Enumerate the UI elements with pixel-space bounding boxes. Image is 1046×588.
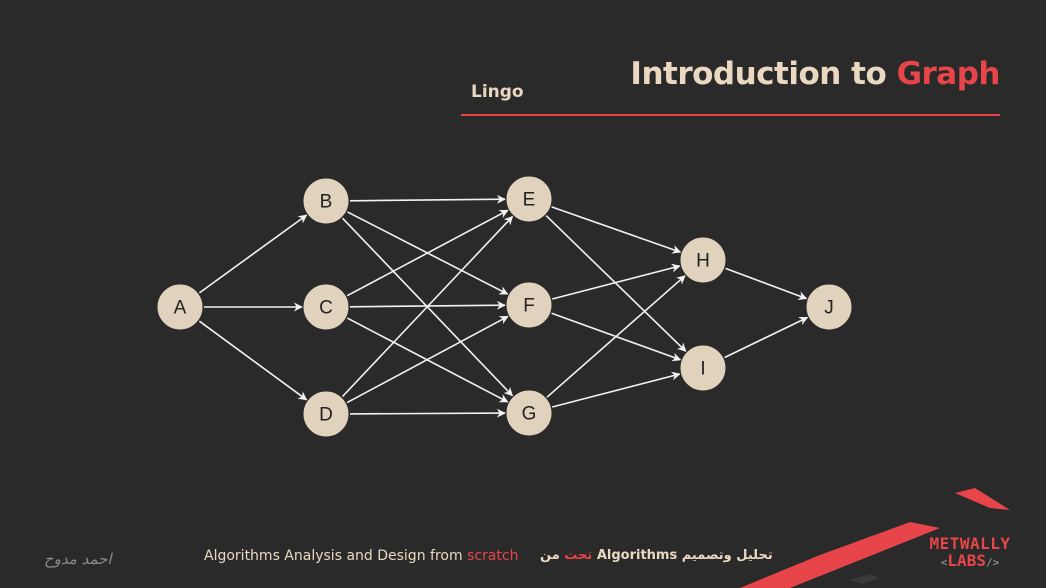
edge-g-i [551,371,681,408]
node-label: J [824,298,834,319]
node-circle [505,389,553,437]
graph-edges [198,194,809,418]
course-title-arabic: تحت من Algorithms تحليل وتصميم [540,548,773,563]
logo-line2: LABS [947,551,986,570]
node-f: F [505,281,553,329]
slide-subtitle: Lingo [471,82,524,102]
node-i: I [679,344,727,392]
edge-c-e [346,209,509,297]
edge-d-f [346,315,509,404]
node-label: G [522,404,537,425]
edge-e-i [545,215,687,352]
node-circle [679,344,727,392]
node-j: J [805,283,853,331]
node-c: C [302,283,350,331]
node-a: A [156,283,204,331]
node-label: D [319,405,333,426]
node-circle [679,236,727,284]
node-circle [505,281,553,329]
logo-line2-wrap: <LABS/> [914,552,1026,571]
logo-bracket-close: /> [985,556,1000,569]
edge-a-b [198,214,308,294]
node-label: H [696,251,710,272]
edge-g-h [546,275,686,398]
node-label: I [700,359,705,380]
title-underline [461,114,1000,116]
edge-d-g [349,408,506,418]
course-title-arabic-accent: تحت [564,548,593,563]
node-label: E [523,190,536,211]
edge-h-j [725,267,808,300]
slide-title-main: Introduction to [630,56,887,92]
edge-a-d [198,320,308,401]
node-label: C [319,298,333,319]
slide-title: Introduction to Graph [630,56,1000,92]
node-e: E [505,175,553,223]
node-label: B [320,192,333,213]
edge-e-h [551,206,682,254]
course-title-english-main: Algorithms Analysis and Design from [204,548,463,564]
node-d: D [302,390,350,438]
edge-d-e [341,215,514,398]
node-circle [302,177,350,225]
node-circle [505,175,553,223]
slide-title-accent: Graph [896,56,1001,92]
logo: METWALLY <LABS/> [914,535,1026,571]
node-circle [302,283,350,331]
node-g: G [505,389,553,437]
signature: احمد مدوح [44,550,112,568]
logo-bracket-open: < [940,556,948,569]
node-circle [156,283,204,331]
edge-i-j [724,316,809,359]
node-circle [805,283,853,331]
node-b: B [302,177,350,225]
node-label: F [523,296,535,317]
node-circle [302,390,350,438]
graph-nodes: A B C D E F G H I J [156,175,853,438]
edge-f-h [551,263,681,300]
edge-b-e [349,194,506,204]
logo-line1: METWALLY [929,534,1011,553]
course-title-english-accent: scratch [467,548,519,564]
node-label: A [174,298,187,319]
node-h: H [679,236,727,284]
course-title-english: Algorithms Analysis and Design from scra… [204,548,518,564]
